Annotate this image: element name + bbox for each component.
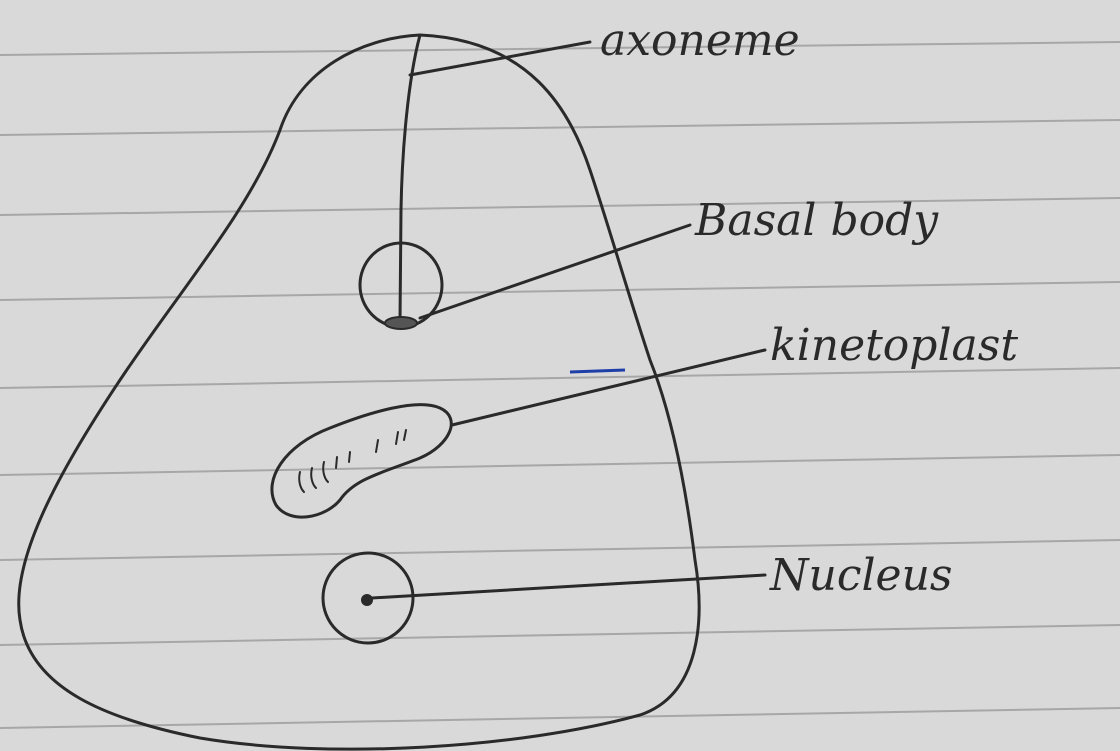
nucleus-leader xyxy=(372,575,765,598)
blue-ink-mark xyxy=(570,370,625,372)
basal-body-base xyxy=(385,317,417,329)
label-nucleus: Nucleus xyxy=(769,550,953,601)
ruled-lines xyxy=(0,42,1120,728)
rule-line xyxy=(0,198,1120,215)
rule-line xyxy=(0,368,1120,388)
axoneme-line xyxy=(400,35,420,322)
label-axoneme: axoneme xyxy=(600,15,800,66)
kinetoplast-leader xyxy=(452,350,765,425)
kinetoplast xyxy=(272,405,451,517)
label-kinetoplast: kinetoplast xyxy=(770,320,1018,371)
rule-line xyxy=(0,120,1120,135)
rule-line xyxy=(0,708,1120,728)
basal-body-leader xyxy=(420,225,690,318)
label-basal-body: Basal body xyxy=(694,195,939,246)
kinetoplast-dna-marks xyxy=(299,430,406,492)
rule-line xyxy=(0,455,1120,475)
nucleolus xyxy=(361,594,373,606)
rule-line xyxy=(0,625,1120,645)
rule-line xyxy=(0,282,1120,300)
axoneme-leader xyxy=(410,42,590,75)
